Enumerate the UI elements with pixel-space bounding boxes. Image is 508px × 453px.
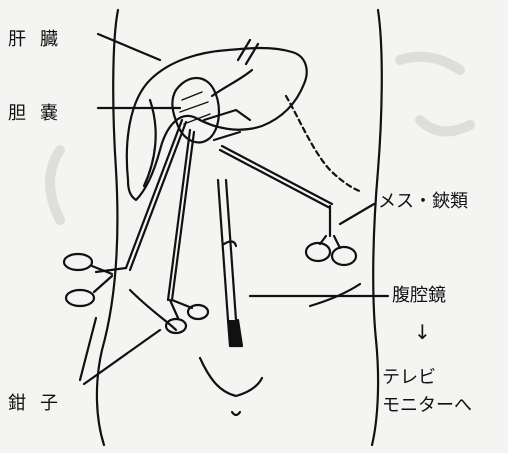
background-smudges	[45, 51, 475, 225]
liver-shape	[125, 46, 308, 202]
lower-left-curve	[128, 288, 178, 332]
label-tv-line2: モニターへ	[382, 395, 472, 416]
laparoscope	[216, 178, 244, 348]
leader-liver	[96, 32, 162, 62]
label-scalpel-forceps: メス・鋏類	[378, 191, 468, 212]
leader-forceps-1	[78, 316, 98, 382]
torso-left-outline	[95, 8, 120, 447]
label-liver: 肝臓	[8, 29, 72, 50]
leader-scalpel	[338, 202, 376, 226]
scalpel-scissors	[218, 144, 358, 267]
label-tv-line1: テレビ	[382, 367, 436, 388]
gallbladder-duct	[210, 68, 254, 98]
forceps-left	[62, 118, 188, 308]
upper-clamps	[202, 38, 260, 142]
navel-outline	[198, 356, 264, 398]
label-gallbladder: 胆嚢	[8, 103, 72, 124]
liver-inner-line	[142, 98, 157, 188]
navel-mark	[230, 410, 242, 417]
forceps-center	[164, 128, 210, 335]
gallbladder-hatch	[179, 91, 211, 125]
down-arrow-icon: ↓	[414, 320, 431, 344]
label-laparoscope: 腹腔鏡	[392, 285, 446, 306]
leader-forceps-2	[82, 328, 162, 386]
liver-dashed-edge	[284, 94, 364, 194]
torso-right-outline	[370, 8, 383, 447]
label-forceps: 鉗子	[8, 393, 72, 414]
gallbladder-shape	[171, 76, 220, 144]
